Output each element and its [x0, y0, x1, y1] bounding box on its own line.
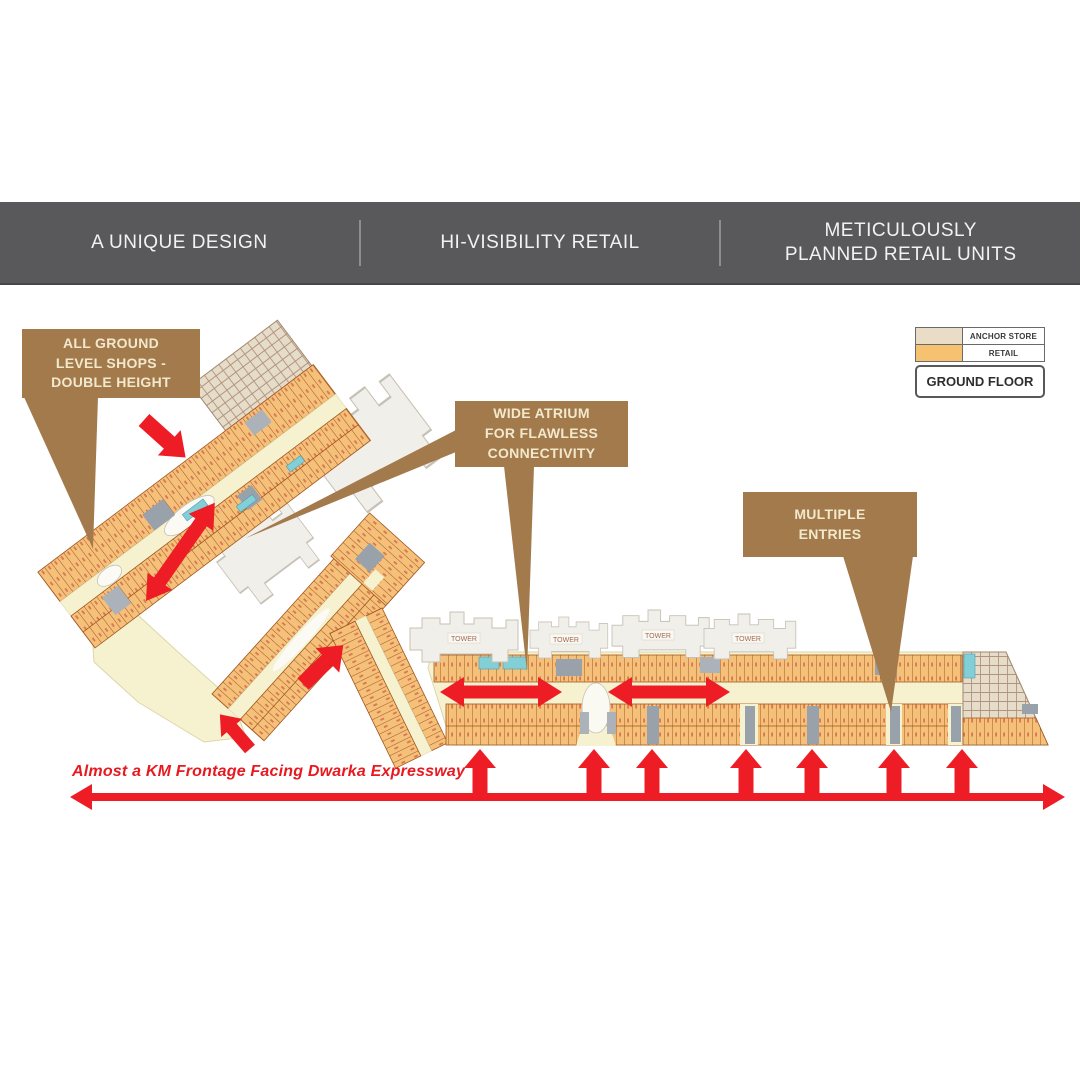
header-label: HI-VISIBILITY RETAIL: [440, 231, 640, 253]
corridor-double-arrow-icon: [146, 502, 215, 601]
tower-label: TOWER: [641, 629, 675, 641]
callout-multiple-entries: MULTIPLE ENTRIES: [743, 492, 917, 557]
callout-line: ENTRIES: [798, 525, 862, 542]
tower-label: TOWER: [549, 633, 583, 645]
svg-text:TOWER: TOWER: [645, 633, 671, 640]
callout-line: WIDE ATRIUM: [493, 405, 590, 422]
entry-arrow-up-icon: [636, 749, 668, 793]
callout-tail-ground-shops: [24, 397, 98, 549]
anchor-store-triangle: [962, 651, 1049, 746]
legend: ANCHOR STORE RETAIL GROUND FLOOR: [915, 327, 1045, 398]
legend-label: ANCHOR STORE: [963, 328, 1044, 344]
callout-line: LEVEL SHOPS -: [55, 354, 167, 371]
svg-text:TOWER: TOWER: [735, 636, 761, 643]
wing-b: [211, 512, 426, 742]
floor-badge: GROUND FLOOR: [915, 365, 1045, 398]
header-item-unique-design: A UNIQUE DESIGN: [0, 202, 359, 283]
callout-tail-atrium-left: [246, 430, 456, 538]
legend-row-anchor-store: ANCHOR STORE: [916, 328, 1044, 344]
legend-row-retail: RETAIL: [916, 344, 1044, 361]
entry-arrow-up-icon: [730, 749, 762, 793]
header-label: A UNIQUE DESIGN: [91, 231, 268, 253]
red-arrows: [70, 407, 1065, 810]
callout-tail-multiple-entries: [843, 556, 913, 712]
anchor-store-swatch: [916, 328, 963, 344]
right-strip: [427, 651, 1049, 746]
callout-ground-shops: ALL GROUND LEVEL SHOPS - DOUBLE HEIGHT: [22, 329, 200, 398]
header-item-hi-visibility: HI-VISIBILITY RETAIL: [361, 202, 720, 283]
tower-label: TOWER: [731, 632, 765, 644]
callout-line: ALL GROUND: [62, 334, 160, 351]
tower-footprints-strip: TOWER TOWER TOWER TOWER: [409, 609, 797, 663]
legend-label: RETAIL: [963, 345, 1044, 361]
tower-label: TOWER: [447, 632, 481, 644]
callout-line: MULTIPLE: [794, 505, 866, 522]
header-divider: [358, 219, 361, 266]
legend-table: ANCHOR STORE RETAIL: [915, 327, 1045, 362]
entry-arrow-up-icon: [796, 749, 828, 793]
retail-swatch: [916, 345, 963, 361]
wing-a: [37, 319, 372, 649]
transition-band: [329, 607, 449, 769]
frontage-double-arrow-icon: [70, 784, 1065, 810]
entry-arrow-up-icon: [878, 749, 910, 793]
header-item-planned-units: METICULOUSLY PLANNED RETAIL UNITS: [721, 202, 1080, 283]
header-label: METICULOUSLY: [824, 219, 977, 241]
callout-wide-atrium: WIDE ATRIUM FOR FLAWLESS CONNECTIVITY: [455, 401, 628, 467]
callout-tail-atrium-down: [504, 466, 534, 672]
entry-arrow-up-icon: [578, 749, 610, 793]
frontage-caption: Almost a KM Frontage Facing Dwarka Expre…: [72, 763, 466, 780]
header-label: PLANNED RETAIL UNITS: [784, 243, 1017, 265]
svg-text:TOWER: TOWER: [553, 637, 579, 644]
callout-line: DOUBLE HEIGHT: [51, 374, 171, 391]
header-divider: [719, 219, 722, 266]
header-bar: A UNIQUE DESIGN HI-VISIBILITY RETAIL MET…: [0, 202, 1080, 285]
callout-tails: [24, 397, 913, 712]
callout-line: FOR FLAWLESS: [484, 425, 599, 442]
entry-arrow-up-icon: [946, 749, 978, 793]
svg-text:TOWER: TOWER: [451, 636, 477, 643]
callout-line: CONNECTIVITY: [487, 444, 596, 461]
